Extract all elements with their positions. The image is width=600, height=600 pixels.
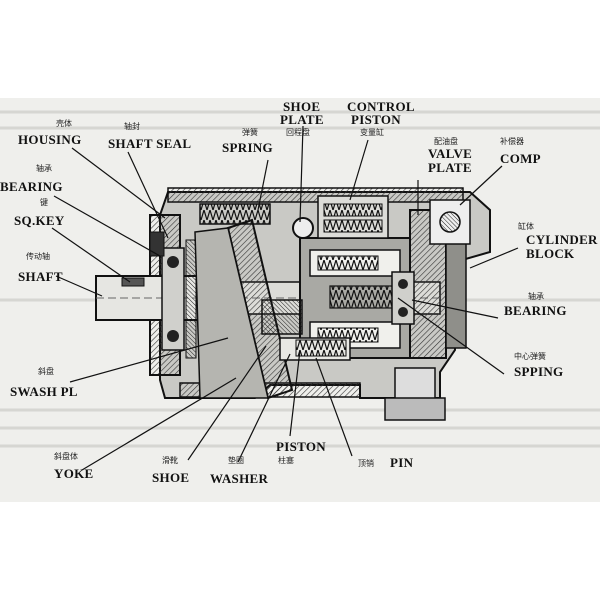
shaft-label: SHAFT	[18, 269, 63, 284]
pin-label-cn: 顶销	[358, 459, 374, 468]
washer-label: WASHER	[210, 471, 269, 486]
shaft-seal-label: SHAFT SEAL	[108, 136, 192, 151]
cylinder-block-label-line1: CYLINDER	[526, 232, 598, 247]
spping-label-cn: 中心弹簧	[514, 352, 546, 361]
cylinder-block-label-cn: 缸体	[518, 222, 534, 231]
valve-plate-label-line2: PLATE	[428, 160, 472, 175]
cylinder-block-label-line2: BLOCK	[526, 246, 575, 261]
shoe-plate-label-line2: PLATE	[280, 112, 324, 127]
yoke-label-cn: 斜盘体	[54, 452, 78, 461]
yoke-label: YOKE	[54, 466, 94, 481]
control-piston-label-line2: PISTON	[351, 112, 401, 127]
control-piston-part	[317, 195, 389, 239]
spping-label: SPPING	[514, 364, 564, 379]
control-piston-label-cn: 变量缸	[360, 128, 384, 137]
shoe-plate-label-line1: SHOE	[283, 99, 321, 114]
left-bearing	[161, 239, 197, 359]
bottom-plug	[384, 367, 446, 421]
valve-plate-label-line1: VALVE	[428, 146, 473, 161]
compensator	[429, 199, 471, 245]
control-piston-label-line1: CONTROL	[347, 99, 415, 114]
housing-label-cn: 壳体	[56, 119, 72, 128]
shaft-seal-label-cn: 轴封	[124, 122, 140, 131]
right-bearing	[391, 271, 415, 325]
bearing-right-label-cn: 轴承	[528, 292, 544, 301]
pistons	[261, 299, 351, 361]
spring-top-label-cn: 弹簧	[242, 128, 258, 137]
housing-label: HOUSING	[18, 132, 82, 147]
comp-label: COMP	[500, 151, 541, 166]
comp-label-cn: 补偿器	[500, 137, 524, 146]
shoe-label: SHOE	[152, 470, 190, 485]
swash-plate	[194, 218, 294, 400]
sq-key-label-cn: 键	[40, 198, 48, 207]
center-spring	[329, 285, 401, 309]
valve-plate-label-cn: 配油盘	[434, 137, 458, 146]
bearing-left-label-cn: 轴承	[36, 164, 52, 173]
shoe-plate-label-cn: 回程盘	[286, 128, 310, 137]
piston-label: PISTON	[276, 439, 326, 454]
pin-label: PIN	[390, 455, 414, 470]
bearing-right-label: BEARING	[504, 303, 567, 318]
swash-pl-label-cn: 斜盘	[38, 367, 54, 376]
shaft-seal-part	[149, 231, 165, 257]
piston-label-cn: 柱塞	[278, 456, 294, 465]
shoe-label-cn: 滑靴	[162, 456, 178, 465]
shaft-label-cn: 传动轴	[26, 252, 50, 261]
spring-top-label: SPRING	[222, 140, 273, 155]
swash-pl-label: SWASH PL	[10, 384, 78, 399]
sq-key-label: SQ.KEY	[14, 213, 65, 228]
bearing-left-label: BEARING	[0, 179, 63, 194]
leader-lines	[51, 125, 519, 471]
washer-label-cn: 垫圈	[228, 456, 244, 465]
